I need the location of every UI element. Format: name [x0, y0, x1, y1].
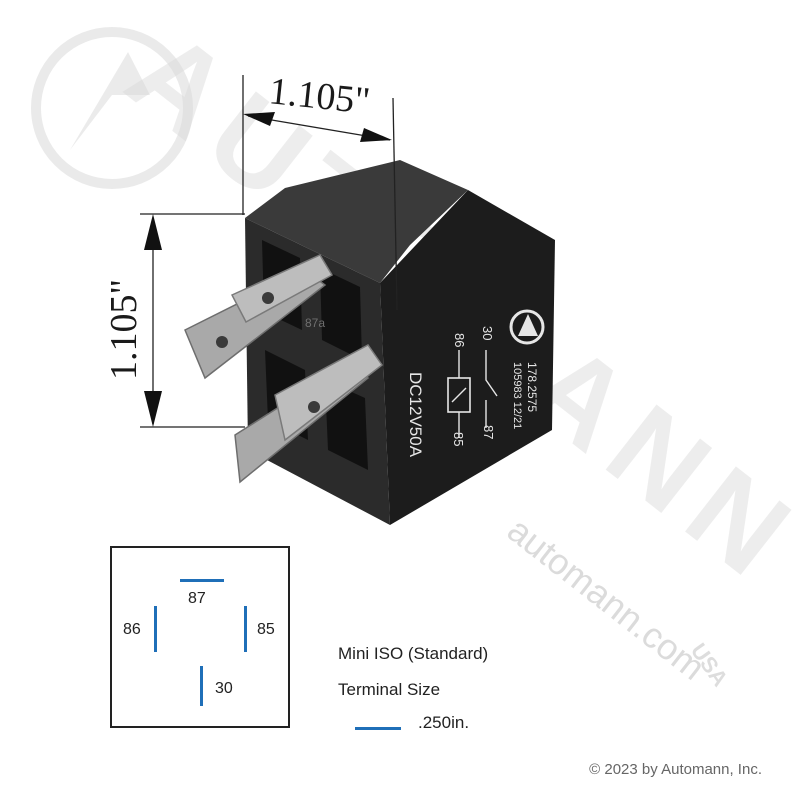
pin-30-label: 30 [215, 680, 233, 697]
pin-87-bar [180, 579, 224, 582]
face-code: 105983 12/21 [511, 362, 523, 429]
face-pin-86: 86 [452, 333, 467, 347]
relay-face-markings: 30 86 87 85 178.2575 105983 12/21 DC12V5… [305, 309, 545, 458]
pin-85-label: 85 [257, 621, 275, 638]
pin-86-label: 86 [123, 621, 141, 638]
pin-87-label: 87 [188, 590, 206, 607]
face-87a-mark: 87a [305, 316, 325, 330]
face-pin-30: 30 [480, 326, 495, 340]
watermark-logo-icon [31, 27, 193, 189]
face-pin-87: 87 [481, 425, 496, 439]
pinout-diagram: 87 86 85 30 [110, 546, 290, 728]
automann-logo-icon [509, 309, 545, 345]
relay-body [245, 160, 555, 525]
copyright-text: © 2023 by Automann, Inc. [589, 761, 762, 778]
pin-30-bar [200, 666, 203, 706]
terminal-size-swatch [355, 727, 401, 730]
relay-type-label: Mini ISO (Standard) [338, 644, 489, 663]
height-dimension-label: 1.105" [103, 279, 145, 380]
face-pin-85: 85 [451, 432, 466, 446]
face-rating: DC12V50A [406, 372, 425, 458]
pin-86-bar [154, 606, 157, 652]
terminal-size-value: .250in. [418, 713, 470, 732]
terminal-size-label: Terminal Size [338, 680, 441, 699]
pin-85-bar [244, 606, 247, 652]
face-part-number: 178.2575 [525, 362, 539, 412]
terminal-blades [184, 254, 384, 484]
